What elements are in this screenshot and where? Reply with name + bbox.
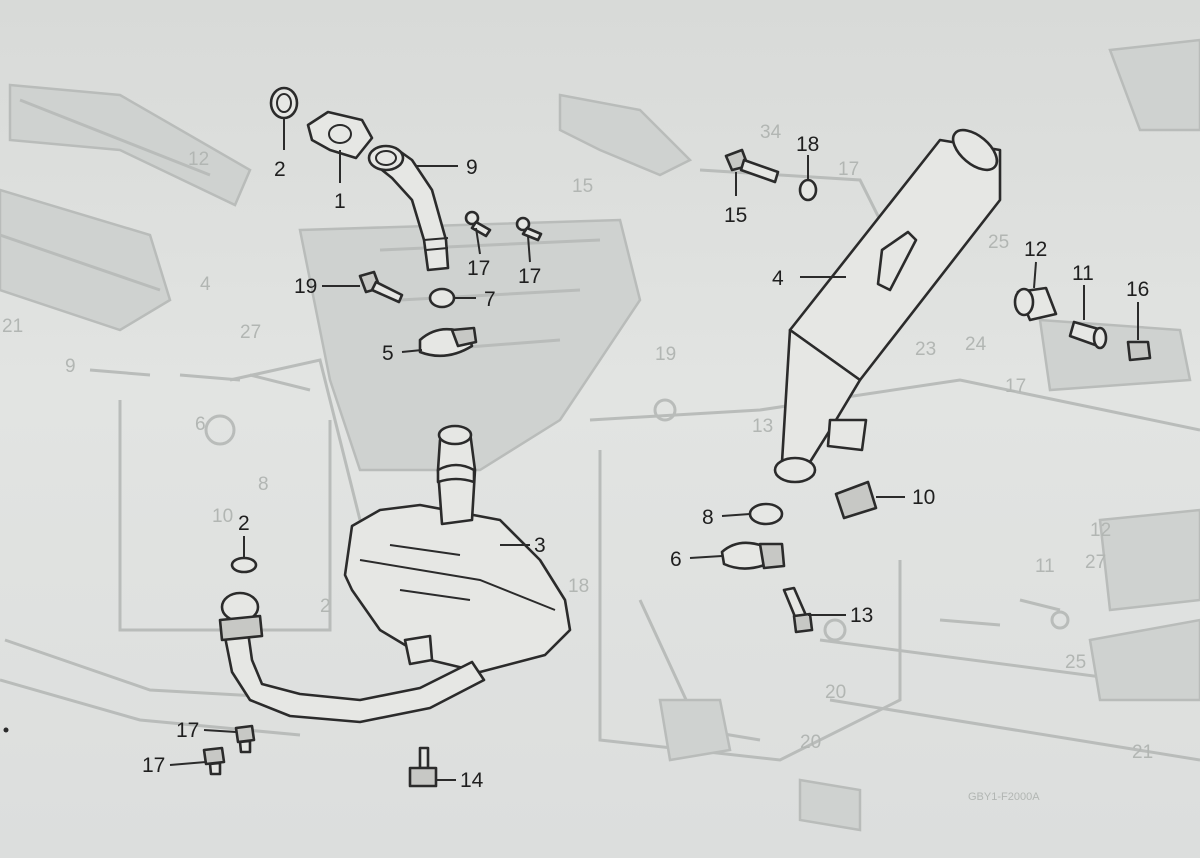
part-12-rubber-bushing [1013,286,1058,322]
part-15-bolt [724,148,780,184]
ghost-label: 2 [320,596,331,617]
part-6-clamp [720,541,786,570]
callout-labels: 2 1 9 17 17 19 7 5 18 15 4 12 11 16 3 2 … [142,133,1149,792]
ghost-label: 20 [800,732,821,753]
part-19-bolt [358,270,404,304]
part-14-bolt [408,746,438,788]
ghost-label: 21 [1132,742,1153,763]
callout-2: 2 [274,158,286,181]
ghost-label: 6 [195,414,206,435]
part-17-bolt-d [202,746,226,776]
part-4-silencer [773,128,1002,484]
part-18-washer [798,178,818,202]
ghost-label: 12 [1090,520,1111,541]
callout-8: 8 [702,506,714,529]
callout-18: 18 [796,133,819,156]
part-2-gasket-lower [230,556,258,574]
part-10-damper [834,480,878,520]
part-17-bolt-b [515,216,543,242]
callout-17: 17 [176,719,199,742]
part-7-collar [428,287,456,309]
background-ghost-labels: 12 4 21 27 9 6 8 10 2 15 34 17 24 25 26 … [2,122,1153,803]
callout-4: 4 [772,267,784,290]
exhaust-downpipe [218,591,486,724]
drawing-code: GBY1-F2000A [968,791,1040,803]
ghost-label: 8 [258,474,269,495]
part-8-gasket [748,502,784,526]
callout-16: 16 [1126,278,1149,301]
ghost-label: 25 [1065,652,1086,673]
part-17-bolt-a [464,210,492,238]
callout-10: 10 [912,486,935,509]
ghost-label: 15 [572,176,593,197]
callout-15: 15 [724,204,747,227]
ghost-label: 20 [825,682,846,703]
callout-17: 17 [518,265,541,288]
part-11-collar [1068,320,1108,350]
callout-17: 17 [467,257,490,280]
part-3-muffler-body [343,424,572,674]
ghost-label: 17 [1005,376,1026,397]
ghost-label: 4 [200,274,211,295]
ghost-label: 24 [965,334,987,355]
callout-9: 9 [466,156,478,179]
callout-19: 19 [294,275,317,298]
ghost-label: 17 [838,159,859,180]
callout-12: 12 [1024,238,1047,261]
stray-dot [3,727,9,733]
callout-17: 17 [142,754,165,777]
ghost-label: 23 [915,339,936,360]
part-5-clamp [418,326,478,358]
ghost-label: 13 [752,416,773,437]
part-17-bolt-c [234,724,256,754]
part-2-gasket-top [269,86,299,120]
callout-14: 14 [460,769,484,792]
ghost-label: 27 [1085,552,1106,573]
part-13-bolt [782,586,814,634]
callout-7: 7 [484,288,496,311]
ghost-label: 27 [240,322,261,343]
callout-3: 3 [534,534,546,557]
part-1-flange [306,110,374,160]
callout-5: 5 [382,342,394,365]
callout-2: 2 [238,512,250,535]
ghost-label: 18 [568,576,589,597]
ghost-label: 12 [188,149,209,170]
callout-6: 6 [670,548,682,571]
part-9-exhaust-pipe-elbow [367,144,450,272]
ghost-label: 25 [988,232,1009,253]
ghost-label: 9 [65,356,76,377]
ghost-label: 34 [760,122,782,143]
ghost-label: 21 [2,316,23,337]
leader-lines [169,118,1139,781]
ghost-label: 10 [212,506,233,527]
ghost-label: 19 [655,344,676,365]
callout-1: 1 [334,190,346,213]
callout-11: 11 [1072,262,1094,285]
background-frame-ghost [0,38,1200,832]
callout-13: 13 [850,604,873,627]
part-16-nut [1126,340,1152,362]
ghost-label: 11 [1035,556,1055,577]
